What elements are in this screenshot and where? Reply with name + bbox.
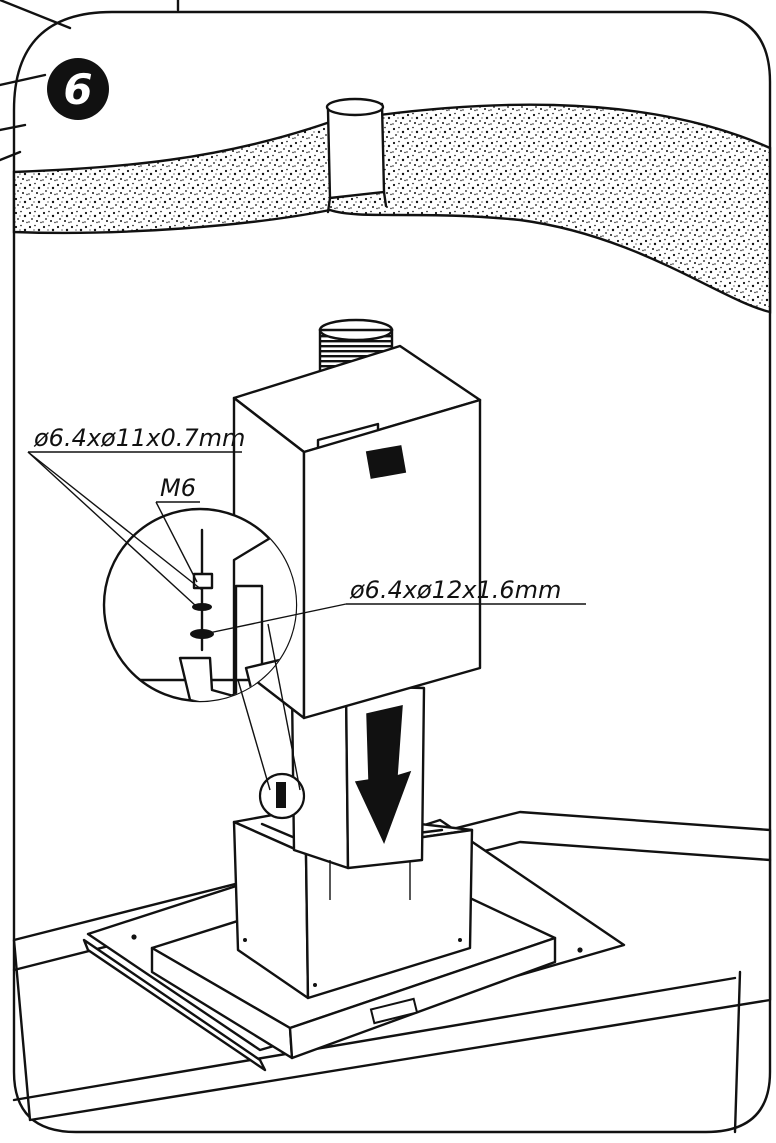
down-arrow-icon [354, 705, 412, 844]
bolt-label: M6 [160, 474, 196, 502]
large-washer-label: ø6.4xø12x1.6mm [349, 576, 561, 604]
leader-lines [27, 451, 586, 635]
ceiling-bracket [325, 97, 388, 214]
small-washer-label: ø6.4xø11x0.7mm [33, 424, 245, 452]
ceiling-slab [12, 103, 772, 314]
panel-frame [12, 10, 772, 1134]
svg-text:6: 6 [63, 65, 92, 114]
magnifier-connector [237, 623, 301, 791]
control-panel [369, 997, 419, 1025]
step-badge: 6 [47, 58, 109, 120]
detail-ring [258, 772, 306, 820]
large-washer [190, 629, 214, 639]
small-washer [192, 603, 212, 611]
